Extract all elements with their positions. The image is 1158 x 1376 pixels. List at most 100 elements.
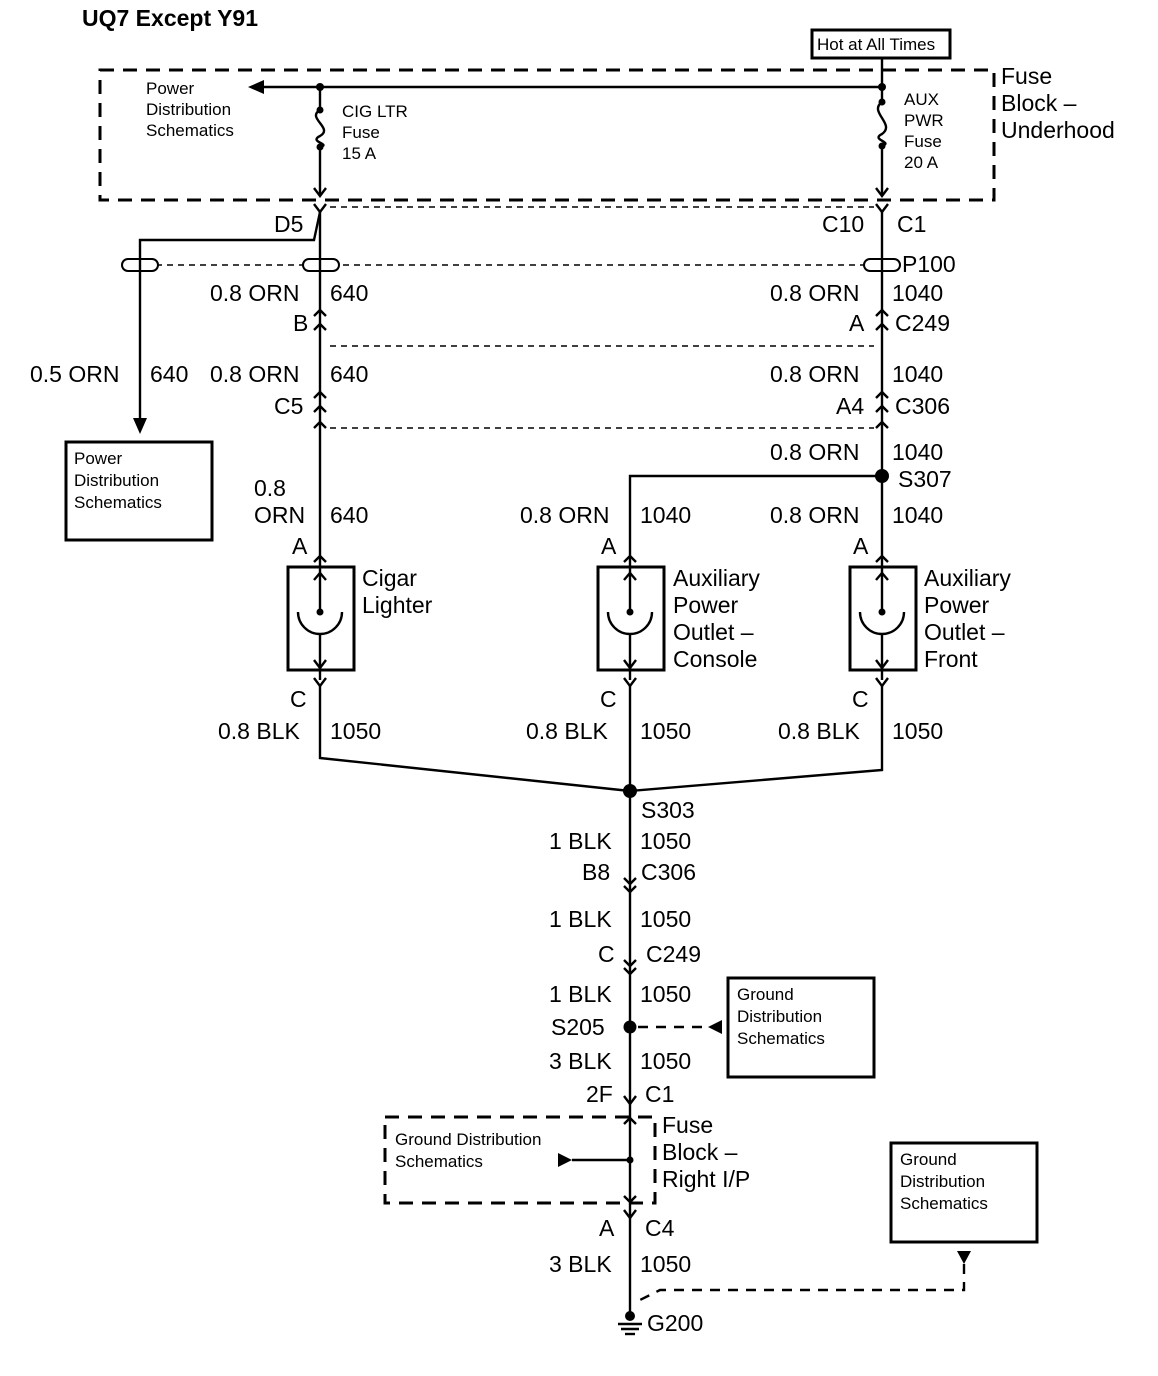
wire-blk-label: 3 BLK bbox=[549, 1048, 612, 1074]
wire-blk-label: 0.8 BLK bbox=[218, 718, 300, 744]
wire-orn-label: 0.8 ORN bbox=[770, 361, 859, 387]
connector-c306-label: C306 bbox=[895, 393, 950, 419]
svg-text:Ground: Ground bbox=[737, 985, 794, 1004]
fuse-block-right-ip-label: Fuse Block – Right I/P bbox=[662, 1112, 750, 1192]
wire-orn-label: 0.8 ORN bbox=[770, 502, 859, 528]
wire-1050-label: 1050 bbox=[330, 718, 381, 744]
wire-blk-label: 0.8 BLK bbox=[778, 718, 860, 744]
connector-c1-label: C1 bbox=[645, 1081, 674, 1107]
svg-text:Ground: Ground bbox=[900, 1150, 957, 1169]
svg-text:Block –: Block – bbox=[1001, 90, 1077, 116]
wire-1040-label: 1040 bbox=[892, 361, 943, 387]
ground-g200-label: G200 bbox=[647, 1310, 703, 1336]
svg-text:15 A: 15 A bbox=[342, 144, 377, 163]
aux-pwr-fuse bbox=[875, 87, 889, 198]
splice-s307-label: S307 bbox=[898, 466, 952, 492]
svg-text:Distribution: Distribution bbox=[737, 1007, 822, 1026]
cigar-lighter-component bbox=[286, 556, 356, 680]
wire-1040-console-branch bbox=[628, 474, 882, 556]
connector-c-terminal bbox=[623, 959, 637, 976]
svg-text:Right I/P: Right I/P bbox=[662, 1166, 750, 1192]
connector-c-label: C bbox=[598, 941, 615, 967]
ground-distribution-inner-label: Ground Distribution Schematics bbox=[395, 1130, 541, 1171]
wire-blk-label: 1 BLK bbox=[549, 828, 612, 854]
ground-distribution-box-right-label: Ground Distribution Schematics bbox=[737, 985, 825, 1048]
wire-1050-label: 1050 bbox=[640, 906, 691, 932]
svg-text:Schematics: Schematics bbox=[146, 121, 234, 140]
ground-symbol-g200 bbox=[618, 1311, 642, 1336]
splice-s205 bbox=[623, 1020, 637, 1034]
terminal-c-label: C bbox=[852, 686, 869, 712]
connector-c1-terminal bbox=[875, 203, 889, 214]
terminal-a-label: A bbox=[601, 533, 617, 559]
connector-a-terminal bbox=[875, 308, 889, 331]
connector-2f-label: 2F bbox=[586, 1081, 613, 1107]
arrow-up-icon bbox=[957, 1251, 971, 1264]
wire-orn-label: 0.8 ORN bbox=[770, 280, 859, 306]
arrow-left-icon bbox=[708, 1020, 722, 1034]
svg-text:Auxiliary: Auxiliary bbox=[924, 565, 1011, 591]
svg-text:Auxiliary: Auxiliary bbox=[673, 565, 760, 591]
svg-text:Console: Console bbox=[673, 646, 757, 672]
connector-a4-label: A4 bbox=[836, 393, 864, 419]
svg-text:Distribution: Distribution bbox=[74, 471, 159, 490]
connector-c1-label: C1 bbox=[897, 211, 926, 237]
arrow-left-icon bbox=[248, 80, 264, 94]
wire-orn-label: 0.8 ORN bbox=[210, 361, 299, 387]
aux-power-outlet-front-component bbox=[848, 556, 918, 680]
wire-05-orn-label: 0.5 ORN bbox=[30, 361, 119, 387]
connector-c10-label: C10 bbox=[822, 211, 864, 237]
wire-1050-label: 1050 bbox=[640, 718, 691, 744]
svg-text:Front: Front bbox=[924, 646, 978, 672]
terminal-a-label: A bbox=[853, 533, 869, 559]
bus-terminal bbox=[623, 1195, 637, 1204]
aux-pwr-fuse-label: AUX PWR Fuse 20 A bbox=[904, 90, 944, 172]
connector-b-label: B bbox=[293, 310, 308, 336]
wire-1050-label: 1050 bbox=[640, 828, 691, 854]
svg-text:Cigar: Cigar bbox=[362, 565, 417, 591]
splice-dot bbox=[626, 1156, 634, 1164]
diagram-title: UQ7 Except Y91 bbox=[82, 5, 258, 31]
svg-text:20 A: 20 A bbox=[904, 153, 939, 172]
wire-640-label: 640 bbox=[330, 280, 368, 306]
connector-c306-label: C306 bbox=[641, 859, 696, 885]
svg-text:Outlet –: Outlet – bbox=[924, 619, 1005, 645]
connector-a4-terminal bbox=[875, 390, 889, 413]
svg-text:Power: Power bbox=[74, 449, 123, 468]
connector-b8-terminal bbox=[623, 877, 637, 894]
splice-s205-label: S205 bbox=[551, 1014, 605, 1040]
wire-1040-label: 1040 bbox=[892, 280, 943, 306]
wire-1050-label: 1050 bbox=[640, 981, 691, 1007]
svg-text:Fuse: Fuse bbox=[342, 123, 380, 142]
wire-1040-label: 1040 bbox=[640, 502, 691, 528]
svg-text:Schematics: Schematics bbox=[395, 1152, 483, 1171]
wire-orn-label: 0.8 ORN bbox=[770, 439, 859, 465]
svg-text:Ground Distribution: Ground Distribution bbox=[395, 1130, 541, 1149]
terminal-a-label: A bbox=[292, 533, 308, 559]
wire-orn-color: ORN bbox=[254, 502, 305, 528]
cigar-lighter-label: Cigar Lighter bbox=[362, 565, 433, 618]
wire-1040-label: 1040 bbox=[892, 439, 943, 465]
connector-c5-label: C5 bbox=[274, 393, 303, 419]
fuse-block-underhood-outline bbox=[98, 68, 996, 202]
ground-distribution-box-bottom-label: Ground Distribution Schematics bbox=[900, 1150, 988, 1213]
connector-a-label: A bbox=[599, 1215, 615, 1241]
connector-c5-terminal bbox=[313, 390, 327, 413]
aux-power-outlet-front-label: Auxiliary Power Outlet – Front bbox=[924, 565, 1011, 672]
terminal-c-label: C bbox=[600, 686, 617, 712]
splice-s303 bbox=[623, 784, 637, 798]
svg-text:Schematics: Schematics bbox=[737, 1029, 825, 1048]
svg-text:Power: Power bbox=[924, 592, 990, 618]
ground-distribution-box-bottom bbox=[889, 1141, 1039, 1244]
wire-1050-label: 1050 bbox=[640, 1048, 691, 1074]
svg-text:Power: Power bbox=[146, 79, 195, 98]
connector-a-label: A bbox=[849, 310, 865, 336]
svg-text:Power: Power bbox=[673, 592, 739, 618]
connector-d5-terminal bbox=[313, 203, 327, 214]
power-distribution-box-left-label: Power Distribution Schematics bbox=[74, 449, 162, 512]
wire-640-label: 640 bbox=[330, 502, 368, 528]
wire-640-branch-left bbox=[138, 211, 322, 420]
wire-1040-label: 1040 bbox=[892, 502, 943, 528]
